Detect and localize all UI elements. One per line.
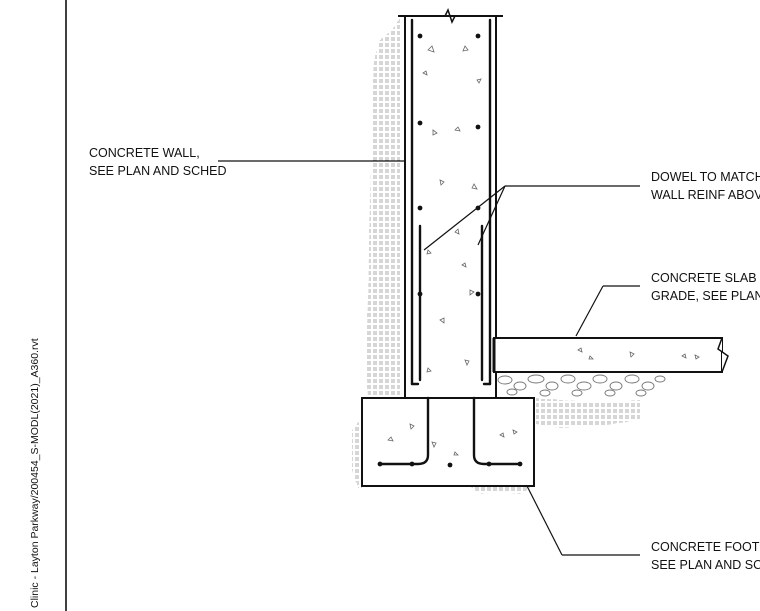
callout-concrete-wall-line-2: SEE PLAN AND SCHED — [89, 164, 227, 178]
callout-concrete-wall-line-1: CONCRETE WALL, — [89, 146, 200, 160]
leader-lines — [218, 160, 640, 556]
callout-dowel-line-2: WALL REINF ABOVE — [651, 188, 760, 202]
leader-footing-diagonal — [526, 485, 563, 556]
concrete-slab — [492, 337, 729, 373]
gravel-base — [497, 374, 666, 397]
callout-concrete-wall: CONCRETE WALL, SEE PLAN AND SCHED — [89, 146, 227, 178]
callout-footing-line-2: SEE PLAN AND SCHED — [651, 558, 760, 572]
leader-slab-diagonal — [575, 285, 604, 337]
rebar-dots — [377, 33, 523, 468]
callout-footing: CONCRETE FOOTING, SEE PLAN AND SCHED — [651, 540, 760, 572]
leader-dowel-right — [477, 185, 506, 246]
earth-hatch — [352, 18, 640, 494]
file-path-label: Clinic - Layton Parkway/200454_S-MODL(20… — [29, 338, 41, 608]
callout-slab-line-1: CONCRETE SLAB ON — [651, 271, 760, 285]
aggregate-marks — [387, 45, 700, 456]
rebar — [378, 18, 522, 466]
callout-slab: CONCRETE SLAB ON GRADE, SEE PLAN — [651, 271, 760, 303]
leader-dowel-left — [423, 185, 506, 251]
callout-slab-line-2: GRADE, SEE PLAN — [651, 289, 760, 303]
callout-footing-line-1: CONCRETE FOOTING, — [651, 540, 760, 554]
concrete-footing — [361, 397, 535, 487]
callout-dowel: DOWEL TO MATCH VER WALL REINF ABOVE — [651, 170, 760, 202]
concrete-wall — [398, 8, 503, 401]
callout-dowel-line-1: DOWEL TO MATCH VER — [651, 170, 760, 184]
